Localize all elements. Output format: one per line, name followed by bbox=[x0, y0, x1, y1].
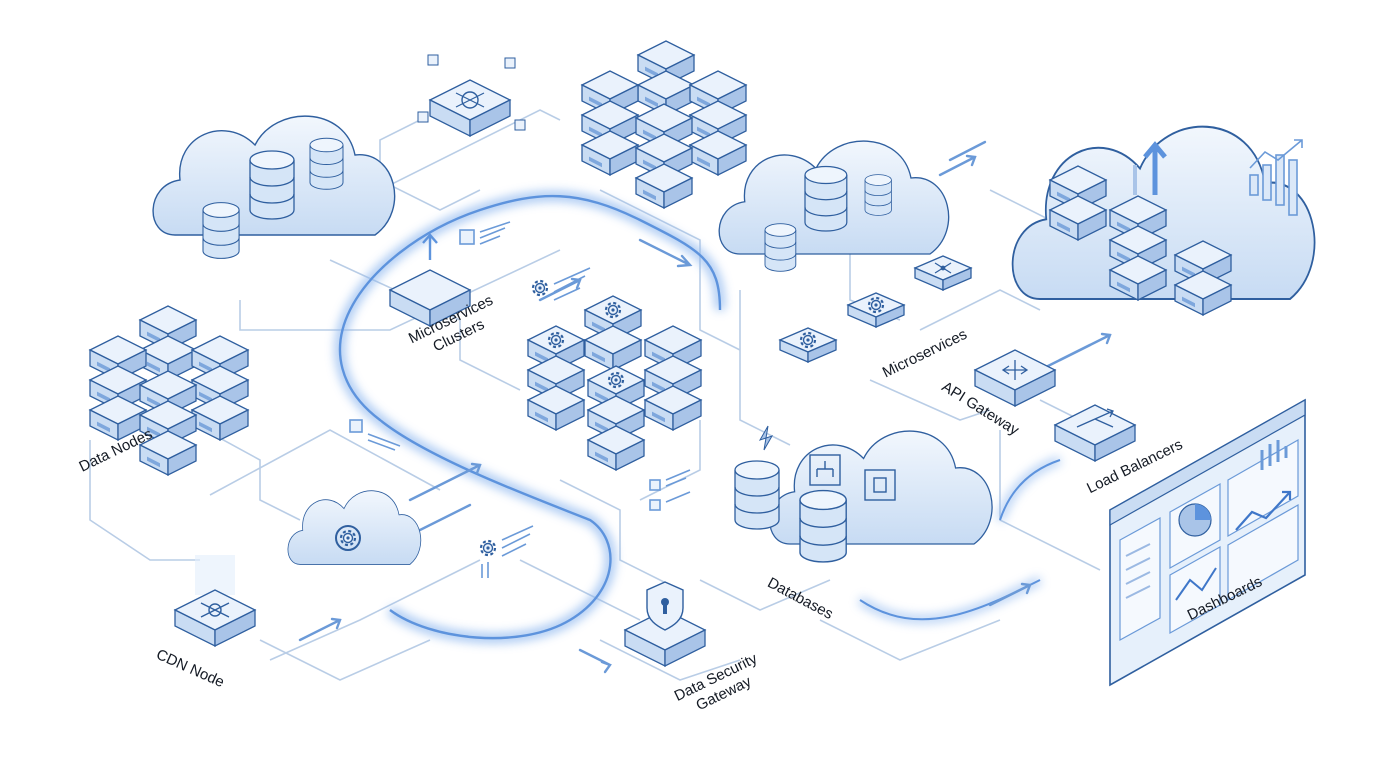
gear-icon bbox=[531, 267, 591, 301]
network-switch-icon bbox=[417, 54, 526, 137]
microservice-node bbox=[846, 292, 906, 328]
server-stack-center bbox=[527, 295, 702, 471]
cdn-node bbox=[174, 555, 256, 647]
document-icon bbox=[349, 419, 401, 451]
cloud-cluster-upper-middle bbox=[718, 140, 950, 272]
load-balancer-switch bbox=[1054, 404, 1136, 462]
gear-cloud-node bbox=[287, 490, 422, 565]
cloud-cluster-top-right bbox=[1011, 125, 1316, 316]
microservices-cluster-node bbox=[389, 233, 471, 327]
api-gateway-switch bbox=[974, 349, 1056, 407]
server-stack-top bbox=[581, 40, 747, 209]
microservice-node bbox=[913, 255, 973, 291]
databases-cloud-cluster bbox=[734, 430, 993, 563]
lightning-icon bbox=[758, 425, 774, 451]
gear-icon bbox=[479, 525, 534, 578]
document-icon bbox=[649, 469, 691, 511]
microservice-node bbox=[778, 327, 838, 363]
cloud-cluster-top-left bbox=[152, 115, 396, 259]
data-security-gateway-node bbox=[624, 581, 706, 667]
bar-chart-icon bbox=[1249, 139, 1303, 216]
document-icon bbox=[459, 221, 511, 245]
dashboard-monitor-icon bbox=[1109, 398, 1306, 687]
